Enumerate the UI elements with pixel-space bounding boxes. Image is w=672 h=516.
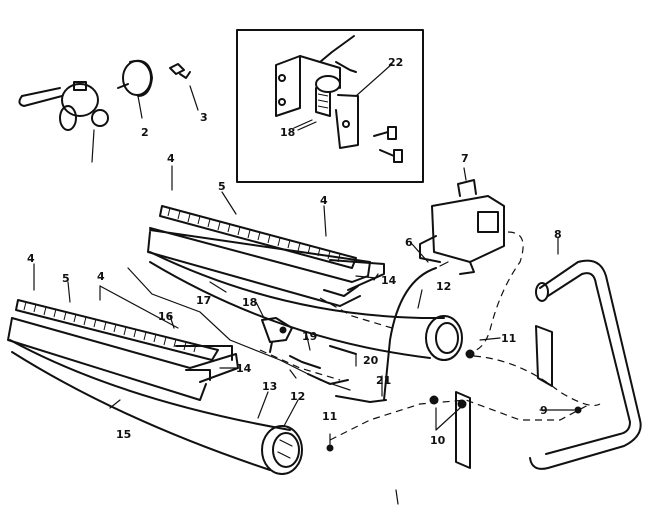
callout-21: 21 xyxy=(376,374,391,387)
callout-15: 15 xyxy=(116,428,131,441)
callout-8: 8 xyxy=(554,228,562,241)
dashed-alignment-lines xyxy=(259,231,601,441)
callout-9: 9 xyxy=(540,404,548,417)
callout-12a: 12 xyxy=(436,280,451,293)
callout-4a: 4 xyxy=(167,152,175,165)
small-parts-cluster xyxy=(127,267,387,403)
callout-labels: 2 3 4 4 4 4 5 5 6 7 8 9 10 11 11 12 12 1… xyxy=(27,56,562,447)
gas-valve-cock xyxy=(18,81,109,163)
callout-10: 10 xyxy=(430,434,446,447)
fasteners xyxy=(326,337,582,452)
callout-18a: 18 xyxy=(242,296,257,309)
callout-14b: 14 xyxy=(236,362,252,375)
gas-control-valve xyxy=(419,167,505,275)
callout-6: 6 xyxy=(405,236,413,249)
inset-detail-box xyxy=(236,29,424,183)
callout-22: 22 xyxy=(388,56,403,69)
callout-4d: 4 xyxy=(97,270,105,283)
callout-3: 3 xyxy=(200,111,208,124)
callout-7: 7 xyxy=(461,152,469,165)
lower-burner-tube xyxy=(9,339,303,475)
callout-4c: 4 xyxy=(27,252,35,265)
part-3-clip xyxy=(169,63,199,111)
callout-12b: 12 xyxy=(290,390,305,403)
callout-13: 13 xyxy=(262,380,277,393)
manifold-pipe xyxy=(455,259,642,470)
upper-burner-assembly xyxy=(147,205,385,307)
callout-5a: 5 xyxy=(218,180,226,193)
callout-20: 20 xyxy=(363,354,379,367)
callout-11b: 11 xyxy=(322,410,337,423)
callout-16: 16 xyxy=(158,310,174,323)
part-2-regulator xyxy=(117,59,153,119)
callout-14a: 14 xyxy=(381,274,397,287)
callout-5b: 5 xyxy=(62,272,70,285)
upper-burner-tube xyxy=(149,251,463,361)
callout-17: 17 xyxy=(196,294,211,307)
feed-tube xyxy=(383,261,449,401)
callout-18b: 18 xyxy=(280,126,295,139)
callout-2: 2 xyxy=(141,126,149,139)
callout-4b: 4 xyxy=(320,194,328,207)
callout-11a: 11 xyxy=(501,332,516,345)
callout-19: 19 xyxy=(302,330,317,343)
lower-burner-assembly xyxy=(7,299,239,401)
leader-lines xyxy=(33,119,575,505)
